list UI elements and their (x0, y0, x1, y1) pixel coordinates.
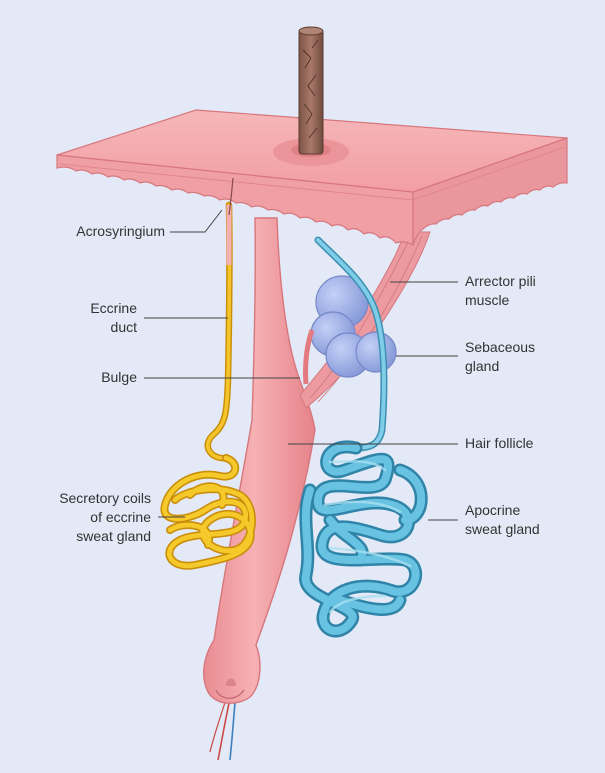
leader-lines (144, 209, 458, 521)
eccrine-coils (160, 454, 256, 570)
label-hair-follicle: Hair follicle (465, 435, 534, 451)
leader-acrosyringium (170, 209, 223, 233)
label-eccrine-duct: Eccrine duct (90, 300, 137, 335)
hair-shaft (298, 26, 324, 155)
label-arrector-pili: Arrector pili muscle (465, 273, 536, 308)
label-apocrine-sweat-gland: Apocrine sweat gland (465, 502, 540, 537)
hair-follicle-shape (203, 217, 316, 704)
label-acrosyringium: Acrosyringium (76, 223, 165, 239)
apocrine-coils (299, 440, 428, 638)
label-bulge: Bulge (101, 369, 137, 385)
label-secretory-coils: Secretory coils of eccrine sweat gland (59, 490, 151, 544)
label-sebaceous-gland: Sebaceous gland (465, 339, 536, 374)
eccrine-duct-shape (204, 201, 233, 462)
